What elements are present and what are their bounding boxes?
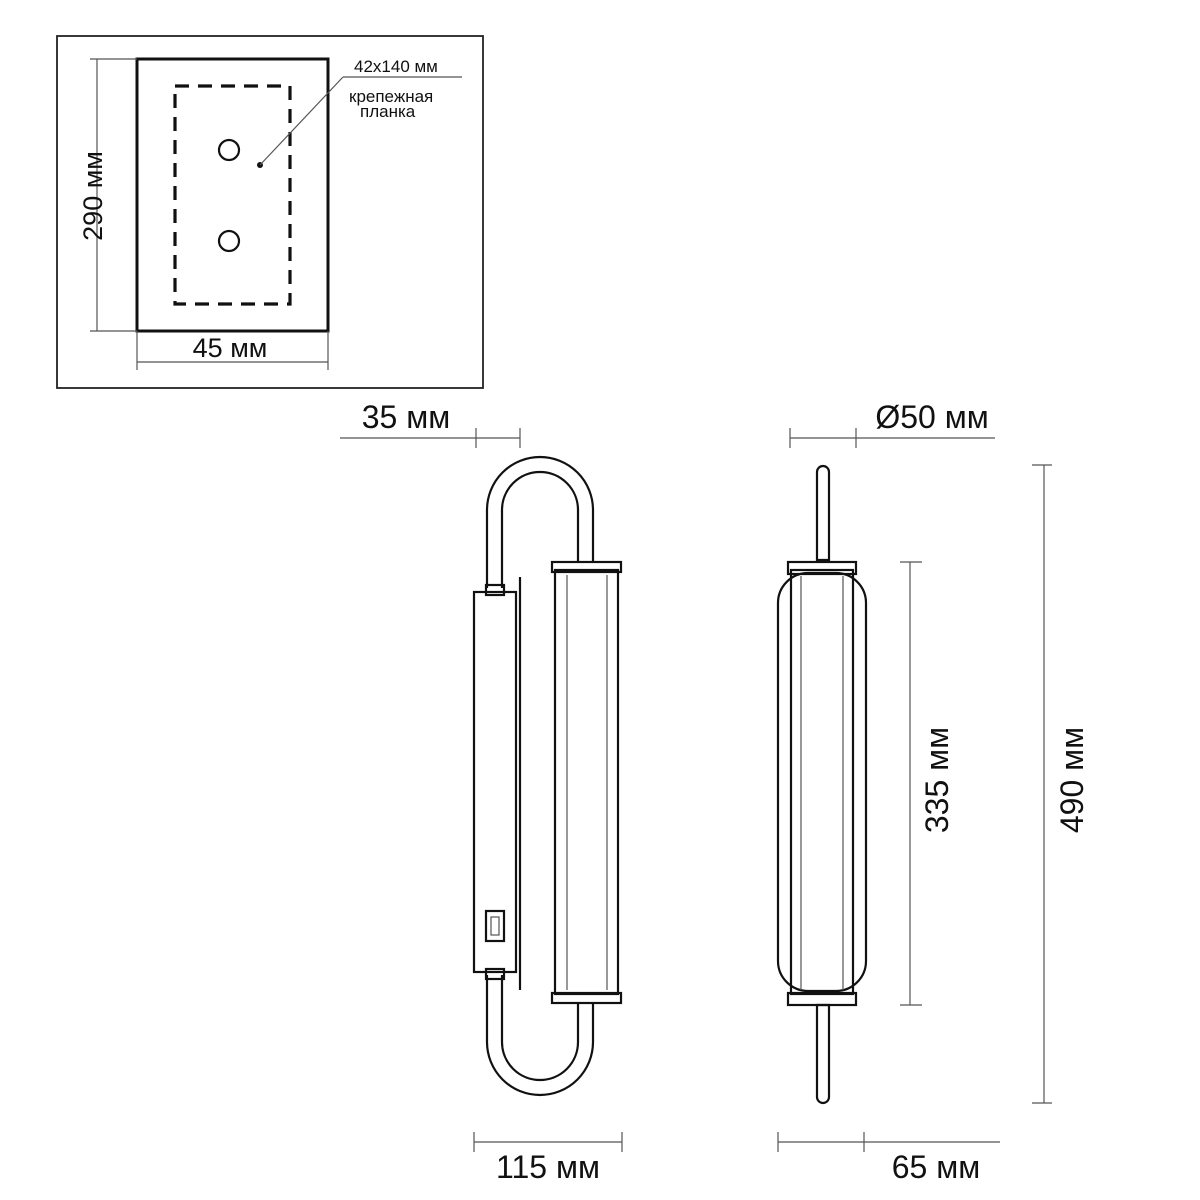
wall-backplate [472,590,518,974]
inset-frame [56,35,484,389]
leader-line [259,76,344,166]
front-view: Ø50 мм 335 мм 490 мм 65 мм [776,399,1090,1185]
switch-outer [484,909,506,943]
lower-arm-outer [485,975,595,1097]
side-view: 35 мм 115 мм [340,399,623,1185]
mounting-bar-dashed [173,84,292,306]
side-cap-top [550,560,623,574]
front-depth-label: 65 мм [892,1149,980,1185]
screw-hole-bottom [217,229,241,253]
side-cap-bottom [550,991,623,1005]
side-shade [553,568,620,996]
wall-plate-outline [135,57,330,333]
plate-name-label-line1: крепежная [349,87,433,106]
top-rod [815,464,831,562]
screw-hole-top [217,138,241,162]
front-total-height-label: 490 мм [1054,727,1090,833]
front-shade-height-label: 335 мм [919,727,955,833]
side-offset-label: 35 мм [362,399,450,435]
plate-size-label: 42x140 мм [354,57,438,76]
plate-name-label-line2: планка [360,102,416,121]
mounting-plate-inset: 42x140 мм крепежная планка 290 мм 45 мм [56,35,484,389]
switch-inner [490,916,500,936]
inset-width-label: 45 мм [193,333,268,363]
front-shade-inner [789,568,855,996]
lower-joint [484,967,506,981]
upper-arm-outer [485,455,595,588]
front-cap-bottom [786,991,858,1007]
bottom-rod [815,1003,831,1105]
upper-joint [484,583,506,597]
front-diameter-label: Ø50 мм [875,399,988,435]
lower-arm-inner [500,975,580,1082]
inset-height-label: 290 мм [78,151,108,241]
side-width-label: 115 мм [496,1149,600,1185]
front-cap-top [786,560,858,576]
upper-arm-inner [500,470,580,588]
